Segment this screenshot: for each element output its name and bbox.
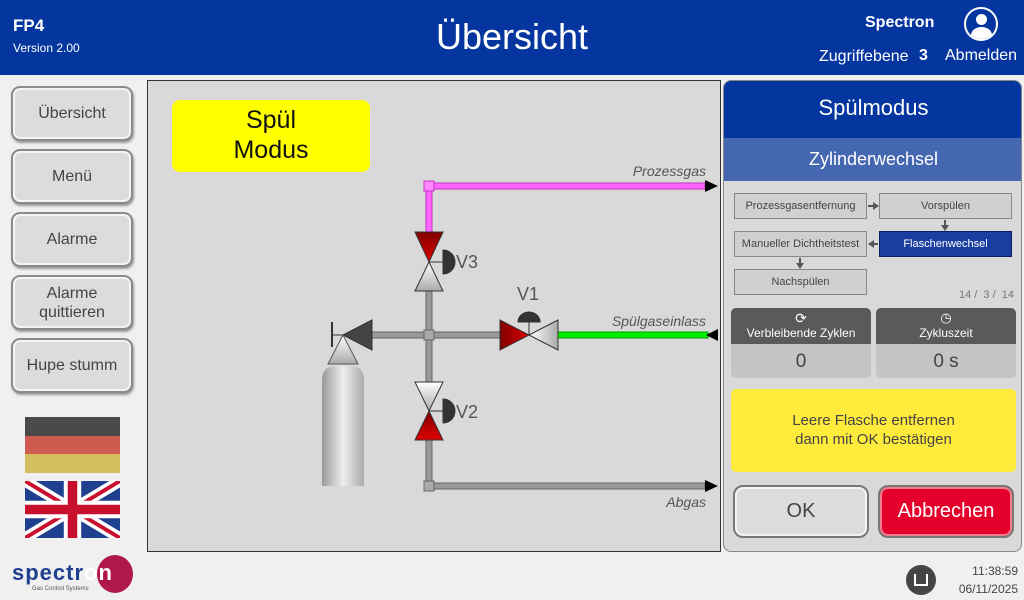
step-flaschenwechsel: Flaschenwechsel: [879, 231, 1012, 257]
valve-v1[interactable]: [499, 311, 559, 351]
gas-cylinder-icon: [322, 319, 373, 486]
purge-inlet-arrow-icon: [706, 329, 718, 341]
purge-inlet-label: Spülgaseinlass: [612, 313, 706, 329]
page-title: Übersicht: [435, 16, 589, 57]
nav-alarms-button[interactable]: Alarme: [11, 212, 133, 267]
user-icon[interactable]: [964, 7, 998, 41]
process-gas-label: Prozessgas: [633, 163, 706, 179]
device-name: FP4: [13, 16, 45, 35]
step-prozessgasentfernung: Prozessgasentfernung: [734, 193, 867, 219]
mode-line-2: Modus: [233, 136, 309, 164]
purge-gas-pipe: [557, 331, 709, 339]
refresh-icon: ⟳: [795, 310, 807, 326]
nav-menu-button[interactable]: Menü: [11, 149, 133, 204]
clock-time: 11:38:59: [972, 564, 1018, 578]
spectron-logo: spectron Gas Control Systems: [10, 555, 134, 598]
instruction-message: Leere Flasche entfernen dann mit OK best…: [731, 389, 1016, 472]
manual-book-icon[interactable]: [906, 565, 936, 595]
logout-link[interactable]: Abmelden: [945, 47, 1018, 64]
cycle-time-label: Zykluszeit: [919, 326, 973, 340]
mode-line-1: Spül: [245, 106, 297, 134]
mode-badge: Spül Modus: [172, 100, 370, 172]
clock-date: 06/11/2025: [958, 582, 1018, 596]
step-vorspuelen: Vorspülen: [879, 193, 1012, 219]
step-arrows-icon: [796, 202, 949, 269]
version: Version 2.00: [13, 41, 80, 55]
message-line-2: dann mit OK bestätigen: [795, 431, 952, 448]
remaining-cycles-tile: ⟳Verbleibende Zyklen 0: [731, 308, 871, 378]
step-dichtheitstest: Manueller Dichtheitstest: [734, 231, 867, 257]
footer: spectron Gas Control Systems 11:38:59 06…: [0, 555, 1024, 600]
remaining-cycles-value: 0: [795, 351, 807, 372]
company-name: Spectron: [865, 14, 935, 31]
nav-overview-button[interactable]: Übersicht: [11, 86, 133, 141]
process-gas-arrow-icon: [705, 180, 718, 192]
step-nachspuelen: Nachspülen: [734, 269, 867, 295]
exhaust-label: Abgas: [665, 494, 706, 510]
panel-subtitle: Zylinderwechsel: [724, 138, 1021, 181]
v3-label: V3: [456, 252, 478, 272]
process-gas-pipe: [423, 180, 706, 234]
nav-acknowledge-alarms-button[interactable]: Alarme quittieren: [11, 275, 133, 330]
uk-flag-icon[interactable]: [25, 481, 120, 538]
clock-icon: ◷: [940, 310, 952, 325]
cycle-time-tile: ◷Zykluszeit 0 s: [876, 308, 1016, 378]
purge-mode-panel: Spülmodus Zylinderwechsel Prozessgasentf…: [723, 80, 1022, 552]
ok-button[interactable]: OK: [733, 485, 869, 538]
logo-subtitle: Gas Control Systems: [32, 586, 89, 592]
header: FP4 Version 2.00 Übersicht Spectron Zugr…: [0, 0, 1024, 75]
remaining-cycles-label: Verbleibende Zyklen: [746, 326, 856, 340]
message-line-1: Leere Flasche entfernen: [792, 412, 955, 429]
german-flag-icon[interactable]: [25, 417, 120, 473]
valve-v2[interactable]: [414, 381, 456, 441]
panel-title: Spülmodus: [724, 81, 1021, 138]
cancel-button[interactable]: Abbrechen: [878, 485, 1014, 538]
valve-v3[interactable]: [414, 231, 456, 292]
access-level-label: Zugriffebene: [819, 48, 909, 65]
exhaust-arrow-icon: [705, 480, 718, 492]
access-level-value: 3: [919, 47, 928, 64]
v2-label: V2: [456, 402, 478, 422]
cycle-time-value: 0 s: [933, 351, 959, 372]
v1-label: V1: [517, 284, 539, 304]
step-counter: 14 / 3 / 14: [958, 289, 1014, 301]
nav-mute-horn-button[interactable]: Hupe stumm: [11, 338, 133, 393]
purge-diagram: Spül Modus Pro: [147, 80, 721, 552]
